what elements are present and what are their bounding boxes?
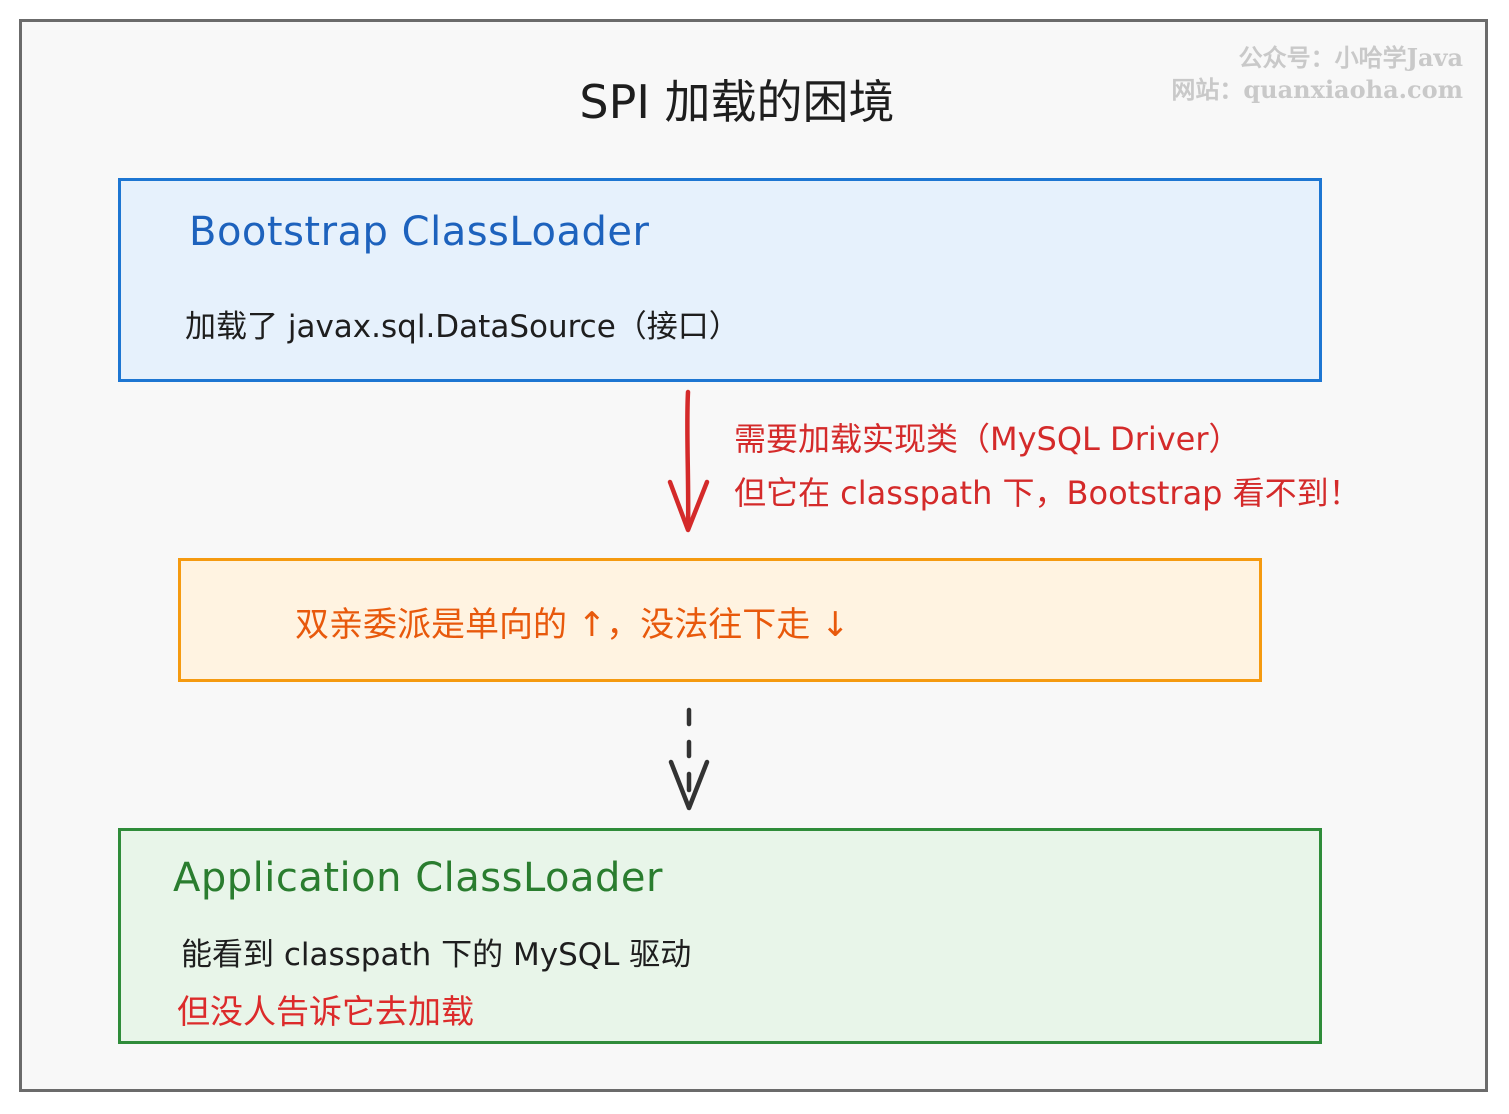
application-classloader-box: Application ClassLoader 能看到 classpath 下的… — [118, 828, 1322, 1044]
watermark-line-1: 公众号：小哈学Java — [1238, 43, 1463, 72]
arrow-note-line-2: 但它在 classpath 下，Bootstrap 看不到！ — [734, 474, 1361, 512]
dashed-down-arrow — [668, 707, 710, 811]
bootstrap-classloader-heading: Bootstrap ClassLoader — [189, 209, 650, 255]
red-down-arrow — [667, 389, 710, 533]
application-classloader-warning: 但没人告诉它去加载 — [177, 992, 474, 1031]
diagram-title: SPI 加载的困境 — [579, 75, 895, 129]
bootstrap-classloader-box: Bootstrap ClassLoader 加载了 javax.sql.Data… — [118, 178, 1322, 382]
parent-delegation-box: 双亲委派是单向的 ↑，没法往下走 ↓ — [178, 558, 1262, 682]
watermark-line-2: 网站：quanxiaoha.com — [1171, 75, 1463, 104]
arrow-note-line-1: 需要加载实现类（MySQL Driver） — [734, 420, 1241, 458]
watermark: 公众号：小哈学Java 网站：quanxiaoha.com — [1171, 42, 1463, 106]
parent-delegation-text: 双亲委派是单向的 ↑，没法往下走 ↓ — [295, 605, 850, 645]
bootstrap-classloader-text: 加载了 javax.sql.DataSource（接口） — [185, 309, 740, 345]
application-classloader-heading: Application ClassLoader — [173, 855, 663, 901]
application-classloader-text: 能看到 classpath 下的 MySQL 驱动 — [181, 937, 692, 973]
